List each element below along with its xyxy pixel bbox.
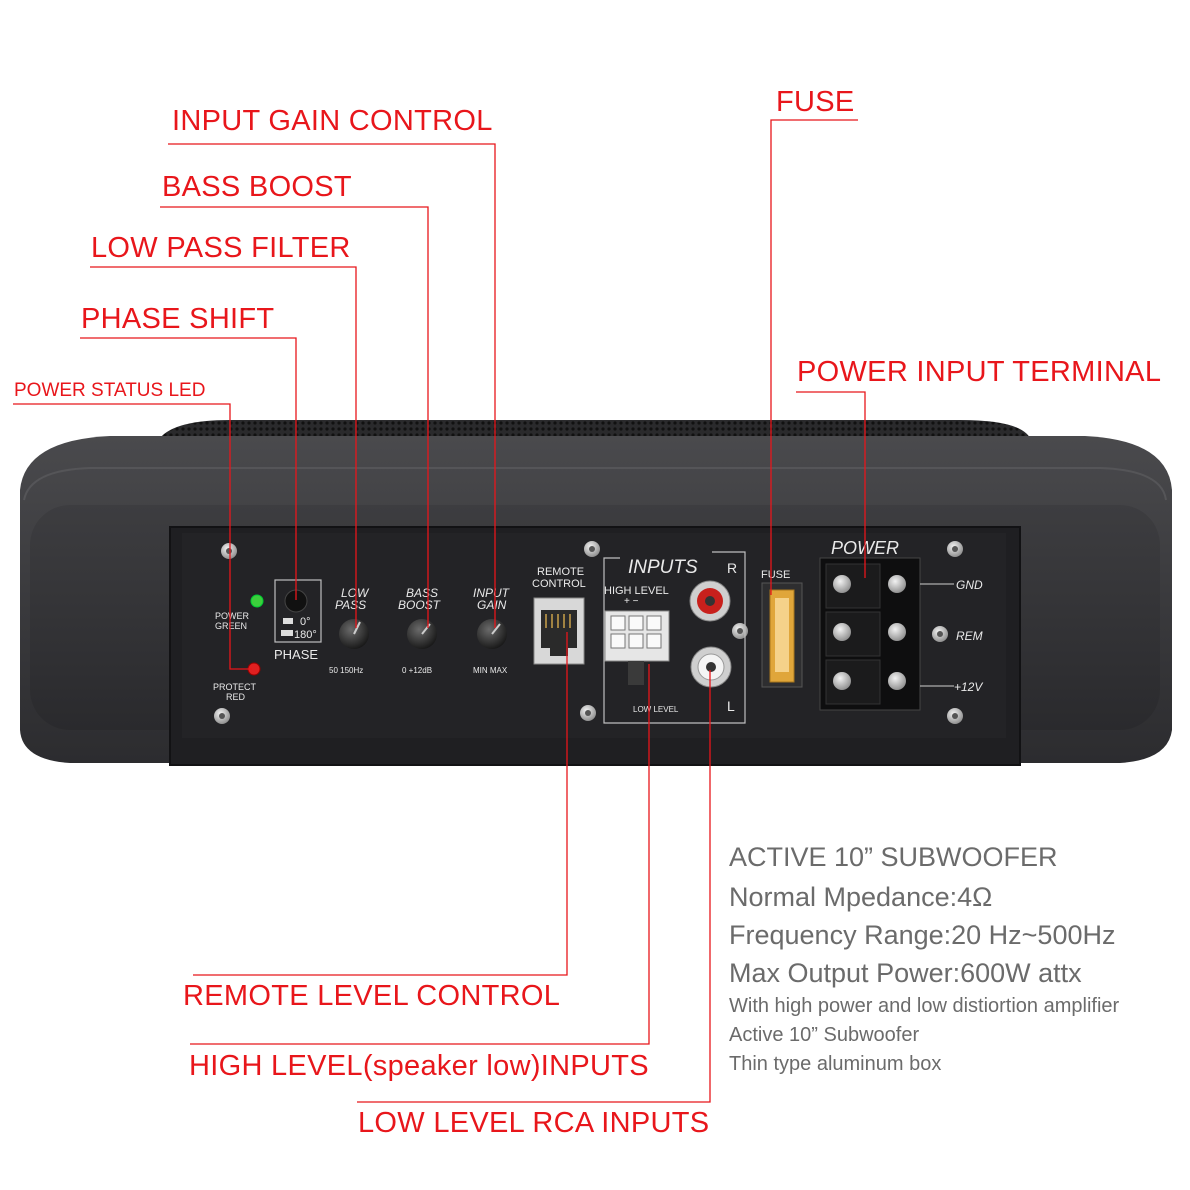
spec-block: ACTIVE 10” SUBWOOFER Normal Mpedance:4Ω …	[729, 838, 1119, 1079]
power-terminal-block[interactable]	[819, 557, 921, 711]
l-label: L	[727, 698, 735, 714]
fuse-holder[interactable]	[761, 582, 803, 688]
low-level-label: LOW LEVEL	[633, 705, 679, 714]
rca-input-left[interactable]	[690, 646, 732, 688]
phase-180-label: 180°	[294, 629, 317, 641]
phase-switch[interactable]: 0° 180°	[274, 579, 322, 643]
inputs-label: INPUTS	[628, 557, 698, 578]
spec-frequency: Frequency Range:20 Hz~500Hz	[729, 920, 1116, 950]
rca-input-right[interactable]	[689, 580, 731, 622]
callout-fuse: FUSE	[776, 86, 855, 118]
leader-phase-shift	[80, 337, 297, 600]
callout-low-level-rca-inputs: LOW LEVEL RCA INPUTS	[358, 1107, 710, 1139]
leader-fuse	[770, 119, 858, 595]
callout-phase-shift: PHASE SHIFT	[81, 303, 275, 335]
callout-low-pass-filter: LOW PASS FILTER	[91, 232, 351, 264]
leader-low-level-rca	[357, 670, 711, 1103]
power-led-green	[250, 594, 264, 608]
plus-minus-label: + −	[624, 596, 639, 607]
low-pass-range: 50 150Hz	[329, 666, 363, 675]
callout-bass-boost: BASS BOOST	[162, 171, 352, 203]
power-green-label-2: GREEN	[215, 621, 247, 631]
inputs-box	[603, 551, 746, 724]
bass-boost-knob[interactable]	[407, 619, 437, 649]
leader-low-pass	[90, 266, 357, 628]
rem-label: REM	[956, 629, 983, 643]
panel-screws	[214, 541, 963, 724]
power-green-label-1: POWER	[215, 611, 250, 621]
high-level-label: HIGH LEVEL	[604, 585, 669, 597]
spec-title: ACTIVE 10” SUBWOOFER	[729, 842, 1058, 872]
input-gain-knob[interactable]	[477, 619, 507, 649]
protect-red-label-2: RED	[226, 692, 246, 702]
input-gain-label-2: GAIN	[477, 598, 507, 612]
leader-high-level	[190, 664, 650, 1045]
input-gain-label-1: INPUT	[473, 586, 511, 600]
leader-power-led	[13, 403, 252, 670]
callout-power-status-led: POWER STATUS LED	[14, 380, 206, 401]
input-gain-range: MIN MAX	[473, 666, 508, 675]
remote-label-1: REMOTE	[537, 566, 584, 578]
remote-label-2: CONTROL	[532, 578, 586, 590]
low-pass-label-2: PASS	[335, 598, 366, 612]
callout-power-input-terminal: POWER INPUT TERMINAL	[797, 356, 1162, 388]
spec-feature-3: Thin type aluminum box	[729, 1053, 942, 1075]
low-pass-knob[interactable]	[339, 619, 369, 649]
spec-feature-1: With high power and low distiortion ampl…	[729, 995, 1120, 1017]
leader-power-terminal	[796, 391, 866, 578]
callout-leader-lines	[13, 119, 866, 1103]
protect-red-label-1: PROTECT	[213, 682, 257, 692]
phase-label: PHASE	[274, 647, 318, 662]
spec-max-power: Max Output Power:600W attx	[729, 958, 1082, 988]
bass-boost-label-1: BASS	[406, 586, 438, 600]
phase-0-label: 0°	[300, 616, 311, 628]
callout-input-gain-control: INPUT GAIN CONTROL	[172, 105, 493, 137]
bass-boost-range: 0 +12dB	[402, 666, 432, 675]
leader-bass-boost	[160, 206, 429, 628]
bass-boost-label-2: BOOST	[398, 598, 442, 612]
plus12v-label: +12V	[954, 680, 983, 694]
r-label: R	[727, 560, 737, 576]
leader-remote-level	[193, 632, 568, 976]
high-level-connector[interactable]	[604, 610, 670, 685]
spec-impedance: Normal Mpedance:4Ω	[729, 882, 993, 912]
callout-remote-level-control: REMOTE LEVEL CONTROL	[183, 980, 561, 1012]
top-grille	[160, 420, 1030, 438]
gnd-label: GND	[956, 578, 983, 592]
fuse-panel-label: FUSE	[761, 569, 790, 581]
remote-control-jack[interactable]	[533, 597, 585, 665]
callout-high-level-inputs: HIGH LEVEL(speaker low)INPUTS	[189, 1050, 649, 1082]
spec-feature-2: Active 10” Subwoofer	[729, 1024, 920, 1046]
leader-input-gain	[168, 143, 496, 628]
